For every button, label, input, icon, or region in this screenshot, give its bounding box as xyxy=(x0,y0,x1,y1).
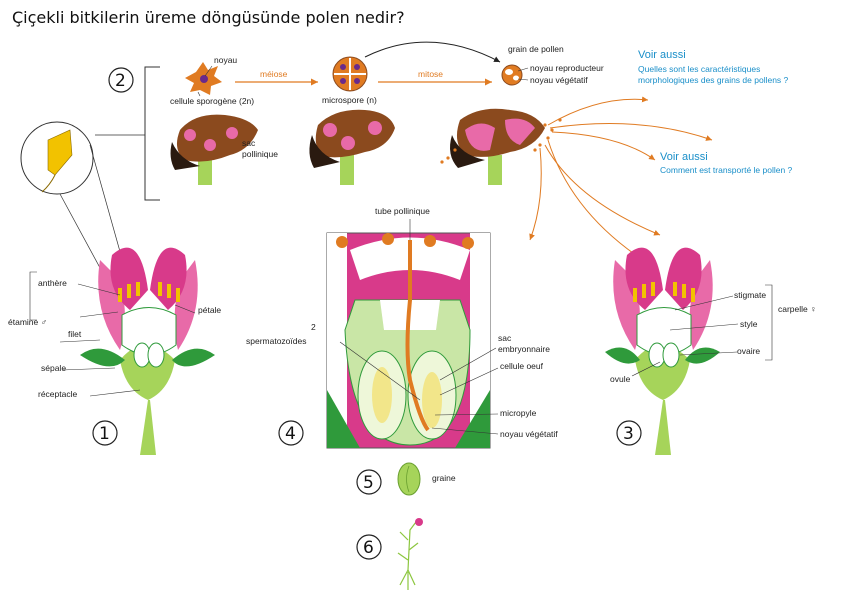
step-4-marker: 4 xyxy=(278,420,304,446)
label-cellule-oeuf: cellule oeuf xyxy=(500,361,544,371)
link-voir-aussi-1-line1[interactable]: Quelles sont les caractéristiques xyxy=(638,64,760,74)
label-graine: graine xyxy=(432,473,456,483)
step-1-marker: 1 xyxy=(92,420,118,446)
label-ovaire: ovaire xyxy=(737,346,760,356)
flower-1-labels xyxy=(29,271,196,397)
step-1-number: 1 xyxy=(99,424,110,444)
page-title: Çiçekli bitkilerin üreme döngüsünde pole… xyxy=(12,8,405,27)
anther-dehiscing xyxy=(440,108,562,185)
step-3-number: 3 xyxy=(623,424,634,444)
label-cellule-sporogene: cellule sporogène (2n) xyxy=(170,96,254,106)
stage-2-bracket xyxy=(95,66,160,201)
label-carpelle: carpelle ♀ xyxy=(778,304,817,314)
label-petale: pétale xyxy=(198,305,221,315)
step-6-marker: 6 xyxy=(356,534,382,560)
label-receptacle: réceptacle xyxy=(38,389,77,399)
pollen-dispersal-arrows xyxy=(529,96,713,259)
link-voir-aussi-2-line[interactable]: Comment est transporté le pollen ? xyxy=(660,165,793,175)
pollen-grain xyxy=(501,64,523,86)
seed xyxy=(397,462,421,496)
label-etamine: étamine ♂ xyxy=(8,317,47,327)
magnifier-anther xyxy=(20,121,129,291)
label-sac: sac xyxy=(242,138,256,148)
anther-young xyxy=(170,114,258,185)
step-5-marker: 5 xyxy=(356,469,382,495)
label-sac-s4: sac xyxy=(498,333,512,343)
label-stigmate: stigmate xyxy=(734,290,766,300)
label-noyau-vegetatif-s4: noyau végétatif xyxy=(500,429,558,439)
label-micropyle: micropyle xyxy=(500,408,537,418)
label-noyau-vegetatif: noyau végétatif xyxy=(530,75,588,85)
step-4-number: 4 xyxy=(285,424,296,444)
link-voir-aussi-1-title[interactable]: Voir aussi xyxy=(638,49,686,61)
label-ovule: ovule xyxy=(610,374,631,384)
label-sepale: sépale xyxy=(41,363,66,373)
flower-1 xyxy=(80,247,215,455)
label-embryonnaire: embryonnaire xyxy=(498,344,550,354)
label-tube-pollinique: tube pollinique xyxy=(375,206,430,216)
label-filet: filet xyxy=(68,329,82,339)
link-voir-aussi-1-line2[interactable]: morphologiques des grains de pollens ? xyxy=(638,75,789,85)
anther-microspores xyxy=(309,109,395,185)
label-mitose: mitose xyxy=(418,69,443,79)
sporogenous-cell xyxy=(185,62,222,95)
label-spermatozoides: spermatozoïdes xyxy=(246,336,306,346)
step-6-number: 6 xyxy=(363,538,374,558)
fertilization-section xyxy=(326,232,491,449)
label-sperm-count: 2 xyxy=(311,322,316,332)
section-4-label-lines xyxy=(339,219,499,435)
step-2-marker: 2 xyxy=(108,67,134,93)
label-pollinique: pollinique xyxy=(242,149,278,159)
step-3-marker: 3 xyxy=(616,420,642,446)
flower-3-label-lines xyxy=(631,284,773,377)
label-style: style xyxy=(740,319,758,329)
link-voir-aussi-2-title[interactable]: Voir aussi xyxy=(660,151,708,163)
label-grain-pollen: grain de pollen xyxy=(508,44,564,54)
step-5-number: 5 xyxy=(363,473,374,493)
step-2-number: 2 xyxy=(115,71,126,91)
label-anthere: anthère xyxy=(38,278,67,288)
microspore-tetrad xyxy=(332,56,368,92)
seedling xyxy=(397,518,423,590)
label-microspore: microspore (n) xyxy=(322,95,377,105)
label-meiose: méiose xyxy=(260,69,288,79)
label-noyau-reproducteur: noyau reproducteur xyxy=(530,63,604,73)
label-noyau: noyau xyxy=(214,55,237,65)
